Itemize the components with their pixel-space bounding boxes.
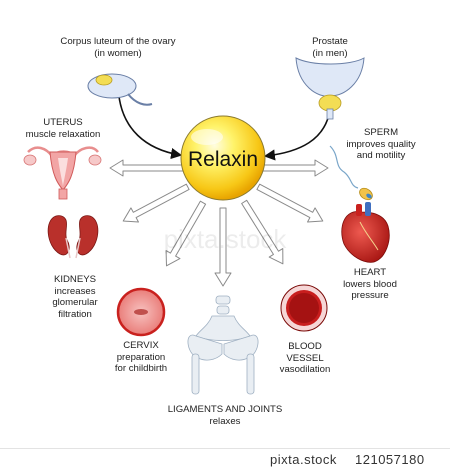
label-line: vasodilation	[279, 364, 331, 375]
corpus-luteum-label: Corpus luteum of the ovary (in women)	[38, 36, 198, 59]
label-line: increases	[54, 285, 96, 297]
stock-brand: pixta.stock	[270, 452, 337, 467]
pelvis-bone-icon	[187, 295, 259, 395]
label-line: CERVIX	[123, 340, 159, 351]
stock-footer: pixta.stock 121057180	[0, 448, 450, 469]
label-line: and motility	[356, 150, 406, 161]
sperm-icon	[329, 145, 373, 201]
heart-label: HEART lowers blood pressure	[328, 267, 412, 302]
label-line: Prostate	[312, 36, 348, 47]
arrow-to-blood-vessel	[241, 199, 284, 265]
label-line: BLOOD	[288, 341, 322, 352]
label-line: (in women)	[94, 47, 142, 59]
label-line: LIGAMENTS AND JOINTS	[167, 404, 283, 415]
watermark-text: pixta.stock	[164, 224, 288, 254]
kidneys-label: KIDNEYS increases glomerular filtration	[38, 274, 112, 320]
label-line: (in men)	[312, 47, 348, 59]
ligaments-label: LIGAMENTS AND JOINTS relaxes	[150, 404, 300, 427]
prostate-icon	[295, 57, 365, 120]
arrow-to-heart	[256, 183, 324, 223]
arrow-to-kidneys	[122, 183, 190, 223]
label-line: VESSEL	[286, 352, 324, 364]
label-line: relaxes	[209, 415, 241, 427]
label-line: KIDNEYS	[53, 274, 97, 285]
label-line: preparation	[116, 351, 166, 363]
relaxin-sphere: Relaxin	[180, 115, 266, 201]
ovary-icon	[87, 73, 153, 106]
prostate-label: Prostate (in men)	[300, 36, 360, 59]
blood-vessel-label: BLOOD VESSEL vasodilation	[270, 341, 340, 376]
sperm-label: SPERM improves quality and motility	[334, 127, 428, 162]
arrow-to-cervix	[165, 200, 207, 267]
label-line: improves quality	[346, 138, 416, 150]
label-line: lowers blood	[343, 278, 397, 290]
cervix-icon	[116, 287, 166, 337]
label-line: pressure	[351, 290, 389, 301]
effect-arrows	[109, 159, 329, 287]
label-line: filtration	[58, 308, 92, 320]
label-line: Corpus luteum of the ovary	[60, 36, 176, 47]
arrow-from-prostate	[263, 109, 331, 161]
label-line: SPERM	[363, 127, 399, 138]
arrow-to-uterus	[109, 159, 184, 177]
image-id: 121057180	[355, 452, 425, 467]
label-line: for childbirth	[114, 363, 168, 374]
kidneys-icon	[47, 215, 99, 259]
uterus-label: UTERUS muscle relaxation	[14, 117, 112, 140]
arrow-to-sperm	[262, 159, 329, 177]
heart-icon	[341, 202, 390, 263]
cervix-label: CERVIX preparation for childbirth	[96, 340, 186, 375]
uterus-icon	[23, 146, 102, 200]
label-line: UTERUS	[43, 117, 83, 128]
label-line: muscle relaxation	[25, 128, 101, 140]
label-line: HEART	[353, 267, 387, 278]
blood-vessel-icon	[280, 284, 328, 332]
label-line: glomerular	[52, 297, 98, 308]
relaxin-label: Relaxin	[188, 148, 258, 171]
arrow-to-ligaments	[214, 207, 232, 287]
